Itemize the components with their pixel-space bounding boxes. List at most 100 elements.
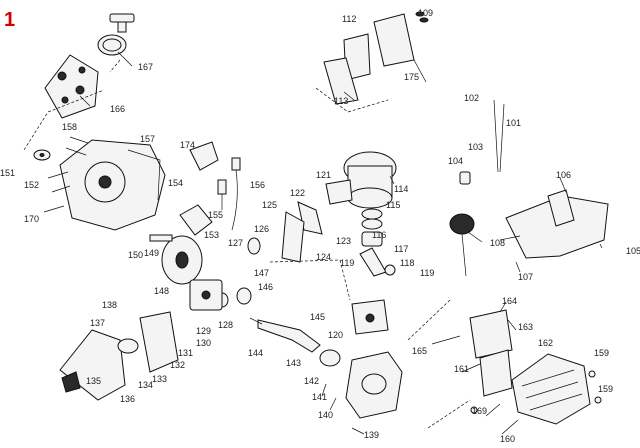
callout-label: 104 [448, 156, 463, 166]
callout-label: 109 [418, 8, 433, 18]
piston-rings [361, 208, 383, 230]
callout-label: 159 [594, 348, 609, 358]
callout-label: 112 [342, 14, 356, 24]
callout-labels: 1011021031041051061071081091121131141151… [0, 8, 640, 444]
callout-label: 142 [304, 376, 319, 386]
starter-rope-ring [97, 34, 127, 56]
callout-label: 137 [90, 318, 105, 328]
washer-152 [33, 149, 51, 161]
fuel-cap [449, 213, 475, 277]
figure-number: 1 [4, 9, 15, 31]
callout-label: 143 [286, 358, 301, 368]
callout-label: 133 [152, 374, 167, 384]
callout-label: 124 [316, 252, 331, 262]
callout-label: 116 [372, 230, 386, 240]
callout-label: 115 [386, 200, 400, 210]
callout-label: 154 [168, 178, 183, 188]
air-filter-base [139, 311, 179, 373]
callout-label: 119 [340, 258, 354, 268]
primer-bulb [459, 171, 471, 185]
callout-label: 122 [290, 188, 305, 198]
callout-label: 121 [316, 170, 331, 180]
pawl-plate [44, 54, 99, 119]
callout-label: 123 [336, 236, 351, 246]
leader-lines [79, 51, 603, 435]
callout-label: 175 [404, 72, 419, 82]
callout-label: 141 [312, 392, 327, 402]
callout-label: 159 [598, 384, 613, 394]
callout-label: 135 [86, 376, 101, 386]
fuel-tank [505, 189, 609, 259]
callout-label: 106 [556, 170, 571, 180]
cylinder-block [325, 151, 397, 209]
callout-label: 113 [334, 96, 348, 106]
carburetor [189, 279, 223, 311]
callout-label: 155 [208, 210, 223, 220]
callout-label: 160 [500, 434, 515, 444]
callout-label: 152 [24, 180, 39, 190]
drive-shaft [249, 317, 321, 353]
callout-label: 132 [170, 360, 185, 370]
screws-left [43, 136, 89, 213]
callout-label: 107 [518, 272, 533, 282]
flywheel [149, 234, 203, 285]
air-filter-element [117, 338, 139, 354]
callout-label: 127 [228, 238, 243, 248]
callout-label: 134 [138, 380, 153, 390]
crankcase [345, 351, 403, 419]
callout-label: 153 [204, 230, 219, 240]
callout-label: 169 [472, 406, 487, 416]
callout-label: 139 [364, 430, 379, 440]
callout-label: 136 [120, 394, 135, 404]
callout-label: 170 [24, 214, 39, 224]
callout-label: 130 [196, 338, 211, 348]
callout-label: 105 [626, 246, 640, 256]
ignition-module [179, 141, 219, 236]
callout-label: 151 [0, 168, 15, 178]
callout-label: 103 [468, 142, 483, 152]
callout-label: 162 [538, 338, 553, 348]
callout-label: 125 [262, 200, 277, 210]
callout-label: 140 [318, 410, 333, 420]
callout-label: 101 [506, 118, 521, 128]
callout-label: 120 [328, 330, 343, 340]
muffler-shield [323, 13, 415, 105]
callout-label: 114 [394, 184, 408, 194]
callout-label: 166 [110, 104, 125, 114]
callout-label: 145 [310, 312, 325, 322]
recoil-starter-housing [59, 139, 166, 231]
callout-label: 118 [400, 258, 414, 268]
callout-label: 148 [154, 286, 169, 296]
shroud-gasket [469, 309, 513, 397]
muffler-gasket [281, 201, 323, 263]
piston [361, 231, 383, 247]
callout-label: 129 [196, 326, 211, 336]
callout-label: 158 [62, 122, 77, 132]
air-filter-cover [59, 329, 126, 401]
callout-label: 128 [218, 320, 233, 330]
callout-label: 164 [502, 296, 517, 306]
muffler-screws [415, 11, 429, 23]
callout-label: 167 [138, 62, 153, 72]
callout-label: 146 [258, 282, 273, 292]
callout-label: 163 [518, 322, 533, 332]
wire-harness [231, 157, 241, 231]
callout-label: 156 [250, 180, 265, 190]
callout-label: 165 [412, 346, 427, 356]
callout-label: 174 [180, 140, 195, 150]
callout-label: 131 [178, 348, 193, 358]
callout-label: 119 [420, 268, 434, 278]
engine-shroud [511, 353, 591, 425]
connecting-rod [359, 247, 396, 277]
callout-label: 126 [254, 224, 269, 234]
callout-label: 157 [140, 134, 155, 144]
callout-label: 161 [454, 364, 469, 374]
callout-label: 102 [464, 93, 479, 103]
callout-label: 144 [248, 348, 263, 358]
clutch-shoe [319, 349, 341, 367]
throttle-cable [493, 99, 505, 173]
callout-label: 117 [394, 244, 408, 254]
callout-label: 108 [490, 238, 505, 248]
crankcase-gasket [351, 299, 389, 335]
shroud-screws [470, 370, 602, 414]
